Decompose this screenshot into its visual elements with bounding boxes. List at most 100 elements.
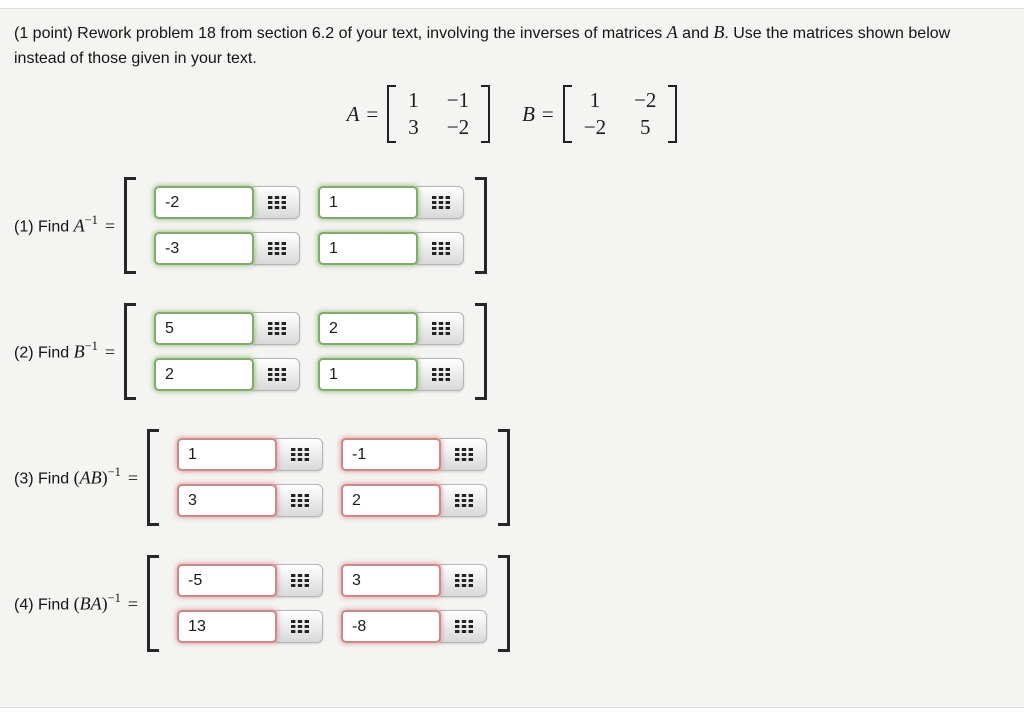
equation-editor-button[interactable] — [413, 186, 465, 219]
equation-editor-button[interactable] — [249, 186, 301, 219]
matrix-entry-input-r1c1[interactable] — [177, 564, 278, 597]
intro-text-1: (1 point) Rework problem 18 from section… — [14, 25, 667, 42]
equals-sign: = — [127, 593, 139, 614]
matrix-entry-input-r1c2[interactable] — [318, 186, 419, 219]
matrix-cell: −2 — [583, 115, 607, 139]
problem-4-find-ba-inverse: (4) Find (BA)−1= — [14, 555, 1010, 652]
matrix-a-symbol: A — [666, 22, 678, 42]
matrix-a-entries: 1 −1 3 −2 — [396, 85, 481, 143]
problem-3-find-ab-inverse: (3) Find (AB)−1= — [14, 429, 1010, 526]
equation-editor-button[interactable] — [436, 610, 488, 643]
keypad-icon — [454, 620, 473, 633]
matrix-bracket-right — [668, 85, 678, 143]
open-paren: ( — [73, 593, 80, 614]
matrix-bracket-right — [481, 85, 491, 143]
matrix-entry-input-r2c2[interactable] — [318, 232, 419, 265]
matrix-entry-group — [177, 484, 324, 517]
matrix-bracket-left — [147, 429, 160, 526]
matrix-entry-input-r2c2[interactable] — [341, 610, 442, 643]
matrix-entry-input-r2c1[interactable] — [177, 610, 278, 643]
matrix-bracket-left — [387, 85, 397, 143]
matrix-entry-group — [154, 312, 301, 345]
matrix-bracket-left — [124, 177, 137, 274]
matrix-cell: −1 — [446, 88, 470, 112]
equation-editor-button[interactable] — [436, 438, 488, 471]
matrix-bracket-right — [498, 555, 511, 652]
matrix-bracket-left — [124, 303, 137, 400]
problem-1-label: (1) Find A−1= — [14, 213, 115, 236]
problem-4-answer-matrix — [159, 555, 498, 652]
close-paren: ) — [101, 467, 108, 488]
inverse-exponent: −1 — [107, 465, 121, 480]
matrix-entry-group — [318, 186, 465, 219]
matrix-cell: 5 — [640, 115, 651, 139]
matrix-a-name: A — [346, 101, 360, 126]
matrix-entry-input-r1c2[interactable] — [318, 312, 419, 345]
keypad-icon — [290, 494, 309, 507]
keypad-icon — [454, 494, 473, 507]
keypad-icon — [267, 368, 286, 381]
matrix-entry-group — [318, 232, 465, 265]
problem-1-answer-matrix — [136, 177, 475, 274]
variable-letters: A — [73, 215, 85, 236]
problem-2-find-b-inverse: (2) Find B−1= — [14, 303, 1010, 400]
matrix-entry-group — [341, 610, 488, 643]
variable-letters: BA — [79, 593, 102, 614]
equation-editor-button[interactable] — [272, 564, 324, 597]
equals-sign: = — [366, 101, 379, 126]
equals-sign: = — [541, 101, 554, 126]
matrix-entry-input-r1c1[interactable] — [177, 438, 278, 471]
matrix-cell: 1 — [408, 88, 419, 112]
equation-editor-button[interactable] — [249, 358, 301, 391]
matrix-cell: −2 — [446, 115, 470, 139]
matrix-entry-input-r2c1[interactable] — [154, 358, 255, 391]
matrix-b-entries: 1 −2 −2 5 — [572, 85, 669, 143]
matrix-entry-input-r1c1[interactable] — [154, 186, 255, 219]
matrix-entry-group — [318, 312, 465, 345]
matrix-entry-input-r1c2[interactable] — [341, 564, 442, 597]
matrix-b-symbol: B — [713, 22, 725, 42]
problem-panel: (1 point) Rework problem 18 from section… — [0, 8, 1024, 708]
matrix-cell: 1 — [589, 88, 601, 112]
equation-editor-button[interactable] — [272, 610, 324, 643]
equation-editor-button[interactable] — [413, 358, 465, 391]
intro-text-3: . Use the matrices shown below instead o… — [14, 25, 951, 67]
keypad-icon — [267, 322, 286, 335]
equation-editor-button[interactable] — [249, 232, 301, 265]
matrix-b-name: B — [522, 101, 535, 126]
matrix-entry-input-r1c2[interactable] — [341, 438, 442, 471]
matrix-entry-input-r2c2[interactable] — [318, 358, 419, 391]
keypad-icon — [454, 574, 473, 587]
keypad-icon — [454, 448, 473, 461]
problem-3-label: (3) Find (AB)−1= — [14, 465, 138, 488]
equation-editor-button[interactable] — [272, 438, 324, 471]
matrix-cell: −2 — [634, 88, 657, 112]
matrix-entry-input-r1c1[interactable] — [154, 312, 255, 345]
variable-letters: B — [73, 341, 85, 362]
equation-editor-button[interactable] — [272, 484, 324, 517]
matrix-bracket-left — [147, 555, 160, 652]
equation-editor-button[interactable] — [436, 484, 488, 517]
matrix-entry-group — [177, 438, 324, 471]
inverse-exponent: −1 — [84, 339, 98, 354]
problem-2-label: (2) Find B−1= — [14, 339, 115, 362]
keypad-icon — [431, 242, 450, 255]
matrix-bracket-right — [475, 303, 488, 400]
equation-editor-button[interactable] — [413, 312, 465, 345]
matrix-entry-input-r2c1[interactable] — [154, 232, 255, 265]
keypad-icon — [431, 368, 450, 381]
answer-sections: (1) Find A−1= — [14, 177, 1010, 652]
matrix-entry-input-r2c2[interactable] — [341, 484, 442, 517]
equation-editor-button[interactable] — [413, 232, 465, 265]
variable-letters: AB — [79, 467, 102, 488]
matrix-entry-group — [341, 438, 488, 471]
matrix-entry-input-r2c1[interactable] — [177, 484, 278, 517]
problem-4-label: (4) Find (BA)−1= — [14, 591, 139, 614]
problem-2-answer-matrix — [136, 303, 475, 400]
equation-editor-button[interactable] — [436, 564, 488, 597]
open-paren: ( — [73, 467, 80, 488]
matrix-entry-group — [154, 186, 301, 219]
equation-editor-button[interactable] — [249, 312, 301, 345]
matrix-bracket-right — [498, 429, 511, 526]
matrix-entry-group — [341, 484, 488, 517]
